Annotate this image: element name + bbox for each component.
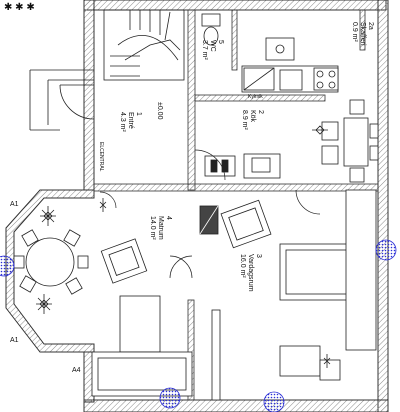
living-number: 3 <box>255 254 262 258</box>
section-a4: A4 <box>72 367 81 374</box>
dining-area: 14.0 m² <box>149 216 156 240</box>
wc-area: 3.7 m² <box>201 40 208 60</box>
svg-text:✱ ✱ ✱: ✱ ✱ ✱ <box>4 2 35 13</box>
label-storage: 2a Skafferi 0.9 m² <box>350 22 374 46</box>
stove <box>199 153 281 235</box>
kitchen-name: Kök <box>249 110 256 123</box>
label-dining: 4 Matrum 14.0 m² <box>148 216 172 240</box>
living-area: 16.0 m² <box>239 254 246 278</box>
kitchen-area: 8.9 m² <box>241 110 248 130</box>
entrance-name: Entré <box>127 112 134 129</box>
kitchen-number: 2 <box>257 110 264 114</box>
storage-area: 0.9 m² <box>351 22 358 42</box>
section-a1-top: A1 <box>10 201 19 208</box>
label-living: 3 Vardagsrum 16.0 m² <box>238 254 262 292</box>
staircase <box>103 9 185 81</box>
marker-bottom-right <box>263 391 285 412</box>
storage-name: Skafferi <box>359 22 366 46</box>
interior-doors <box>99 149 321 279</box>
plant-markers-top: ✱ ✱ ✱ <box>4 2 35 13</box>
entrance-door <box>29 69 95 131</box>
wc-number: 5 <box>217 40 224 44</box>
dining-name: Matrum <box>157 216 164 240</box>
marker-bottom-left <box>159 387 181 409</box>
dining-number: 4 <box>165 216 172 220</box>
plants <box>36 125 331 368</box>
section-a1-bottom: A1 <box>10 337 19 344</box>
section-markers <box>0 239 397 412</box>
wc-name: WC <box>209 40 216 52</box>
kitchen-table <box>321 99 379 183</box>
wc-fixtures <box>201 13 295 61</box>
dining-set <box>13 229 193 397</box>
marker-right <box>375 239 397 261</box>
fridge-label: Kylmik <box>248 94 263 100</box>
label-wc: 5 WC 3.7 m² <box>200 40 224 60</box>
interior-walls <box>93 9 379 401</box>
entrance-number: 1 <box>135 112 142 116</box>
panel-label: ELCENTRAL <box>98 142 104 172</box>
label-kitchen: 2 Kök 8.9 m² <box>240 110 264 130</box>
kitchen-counters <box>241 65 339 93</box>
marker-left <box>0 255 15 277</box>
outer-walls <box>5 0 389 412</box>
level-marker: ±0.00 <box>156 102 163 120</box>
living-name: Vardagsrum <box>247 254 254 292</box>
label-entrance: 1 Entré 4.3 m² <box>118 112 142 132</box>
entrance-area: 4.3 m² <box>119 112 126 132</box>
storage-number: 2a <box>367 22 374 30</box>
living-furniture <box>211 189 377 401</box>
